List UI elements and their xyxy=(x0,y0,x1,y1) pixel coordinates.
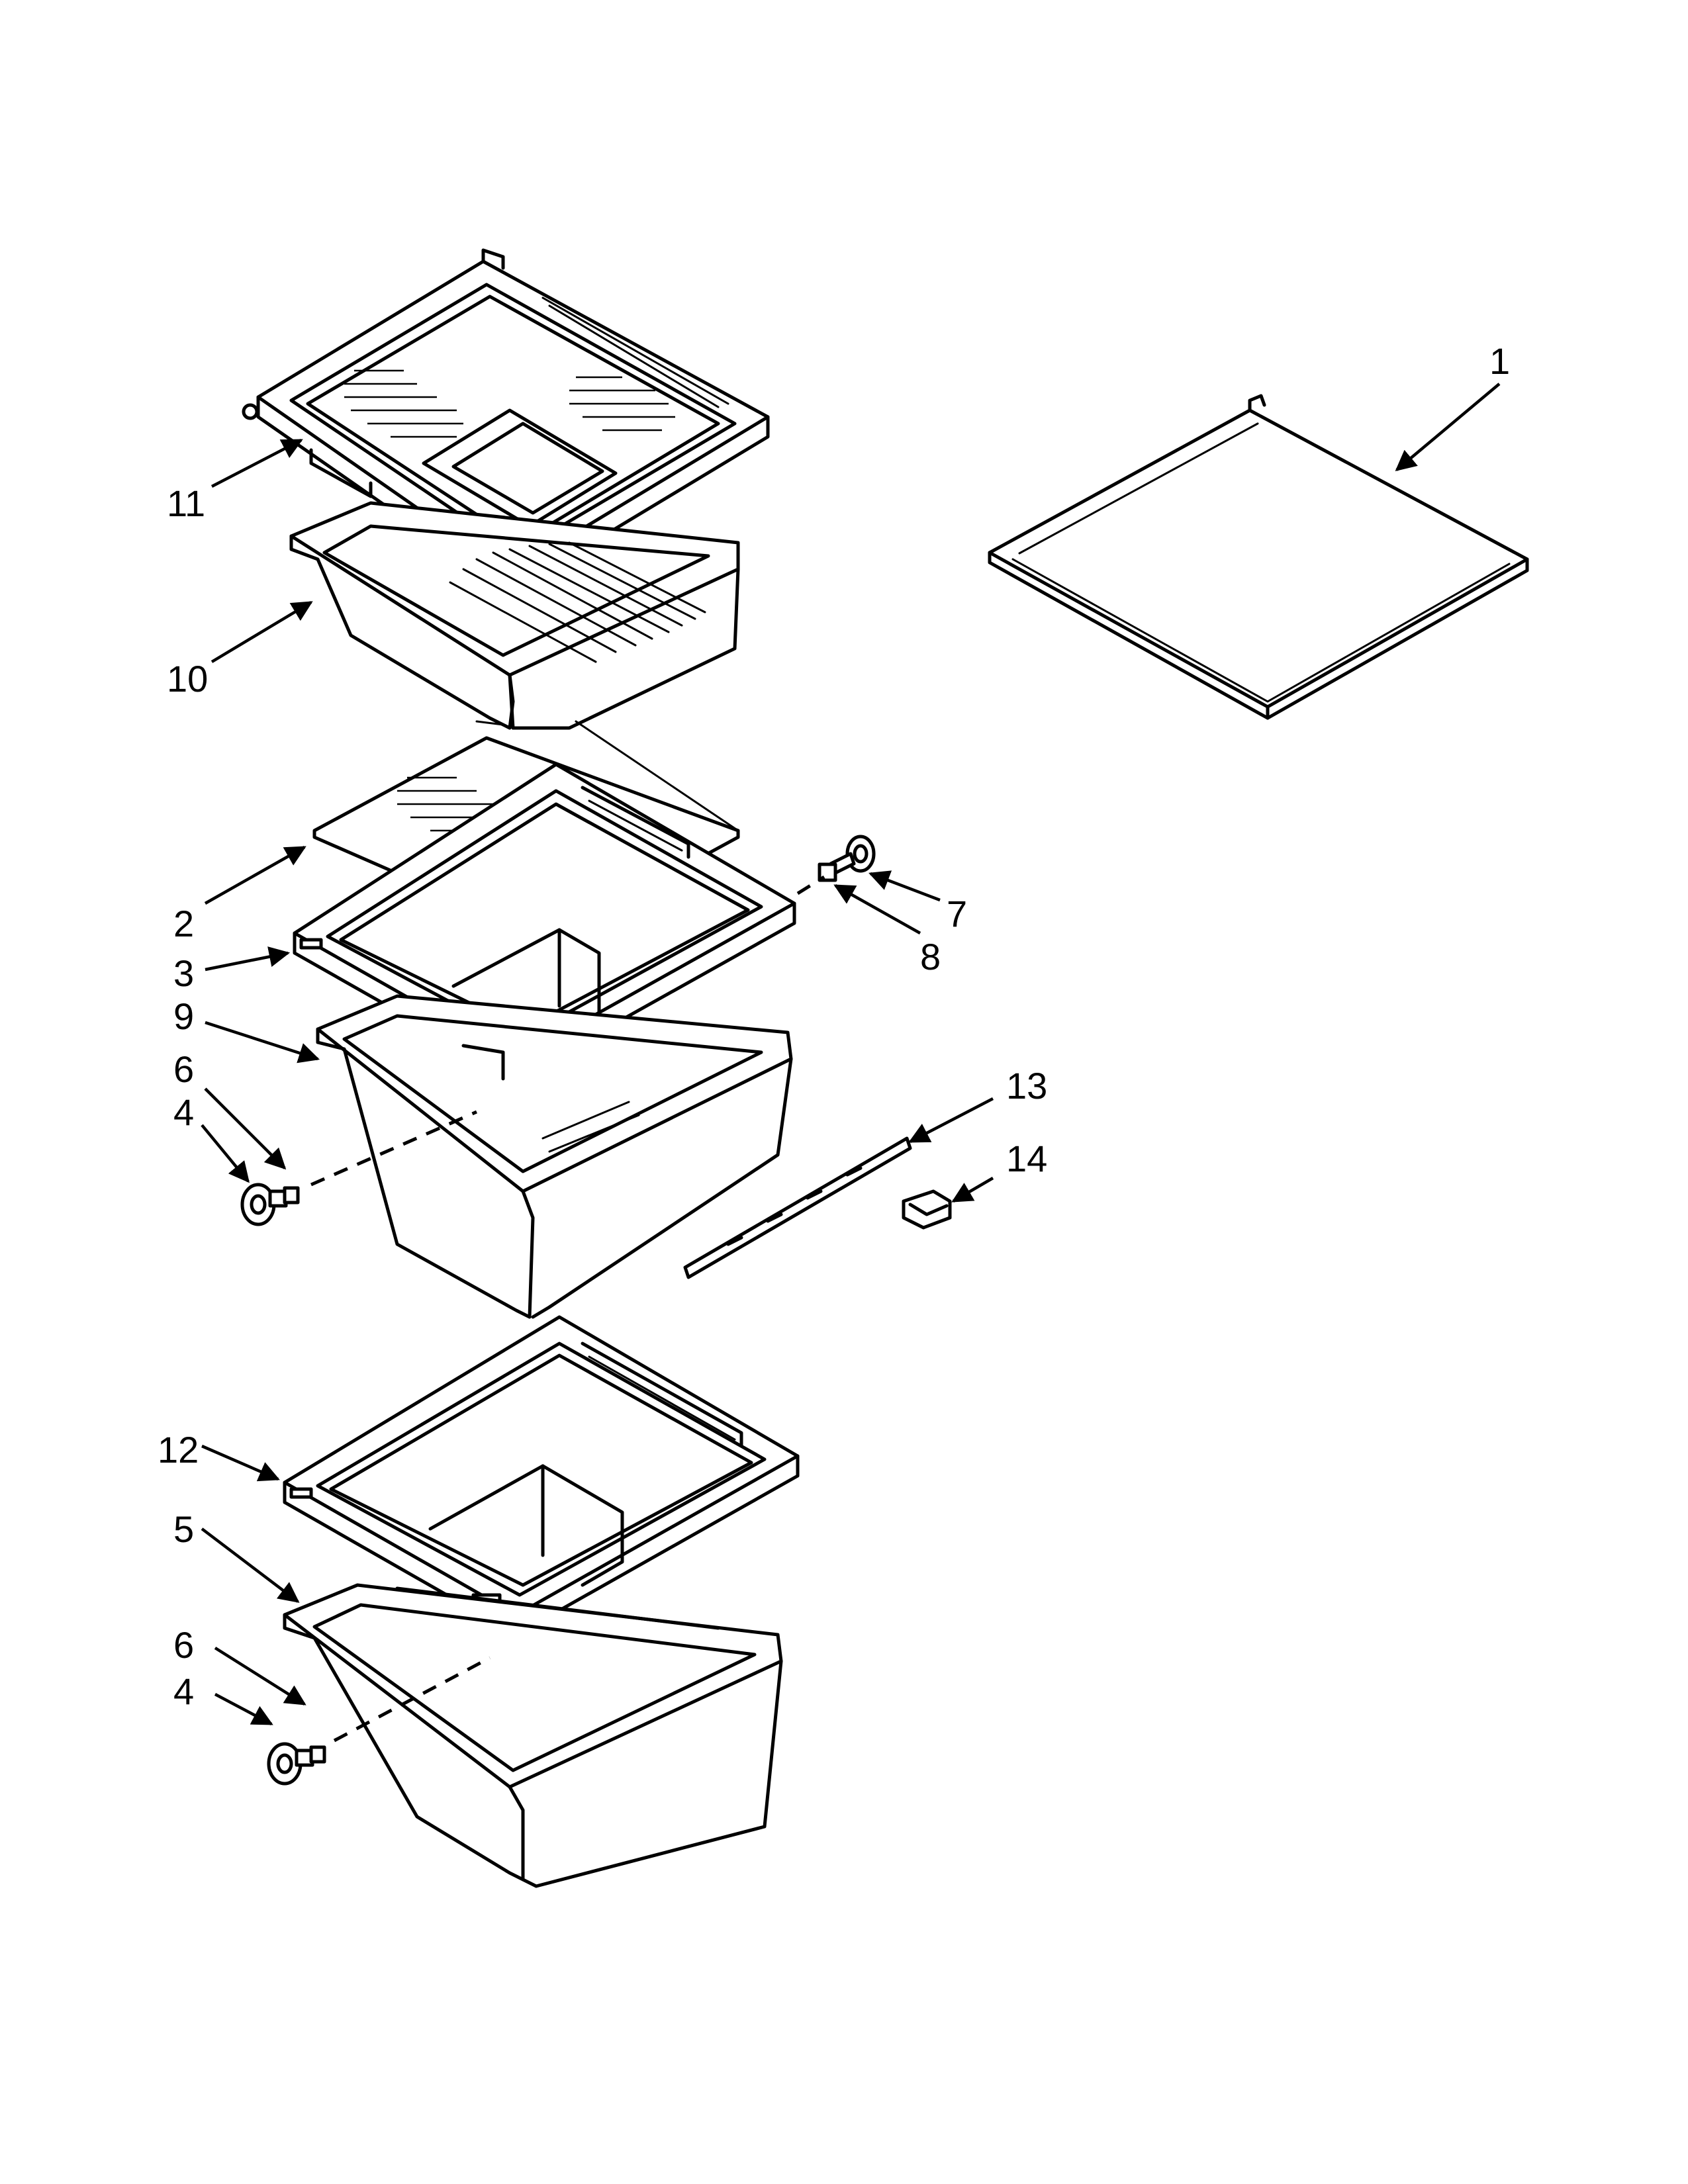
callout-9: 9 xyxy=(173,995,194,1037)
callout-1: 1 xyxy=(1489,340,1510,382)
roller-assembly-lower-left xyxy=(267,1742,326,1786)
callout-2: 2 xyxy=(173,903,194,944)
lower-drawer-part xyxy=(283,1583,783,1888)
callout-4a: 4 xyxy=(173,1091,194,1133)
callout-6a: 6 xyxy=(173,1048,194,1090)
callout-6b: 6 xyxy=(173,1624,194,1666)
rail-part xyxy=(683,1136,912,1279)
callout-3: 3 xyxy=(173,952,194,994)
clip-part xyxy=(902,1189,952,1230)
callout-12: 12 xyxy=(158,1429,199,1471)
callout-11: 11 xyxy=(167,482,205,524)
middle-drawer-part xyxy=(316,994,793,1319)
lower-crisper-frame-part xyxy=(283,1315,800,1637)
callout-14: 14 xyxy=(1006,1138,1047,1179)
callout-labels: 1 11 10 2 3 9 6 4 7 8 13 14 12 5 6 4 xyxy=(158,340,1510,1712)
roller-screw-assembly-upper xyxy=(818,835,876,882)
leader-lines xyxy=(201,383,1501,1725)
roller-assembly-upper-left xyxy=(240,1183,300,1226)
callout-13: 13 xyxy=(1006,1065,1047,1107)
callout-10: 10 xyxy=(167,658,208,700)
alignment-lines xyxy=(310,720,825,1743)
callout-4b: 4 xyxy=(173,1670,194,1712)
callout-7: 7 xyxy=(947,893,967,934)
shelf-glass-part xyxy=(988,394,1529,720)
upper-drawer-part xyxy=(289,501,740,730)
callout-5: 5 xyxy=(173,1508,194,1550)
callout-8: 8 xyxy=(920,936,941,978)
